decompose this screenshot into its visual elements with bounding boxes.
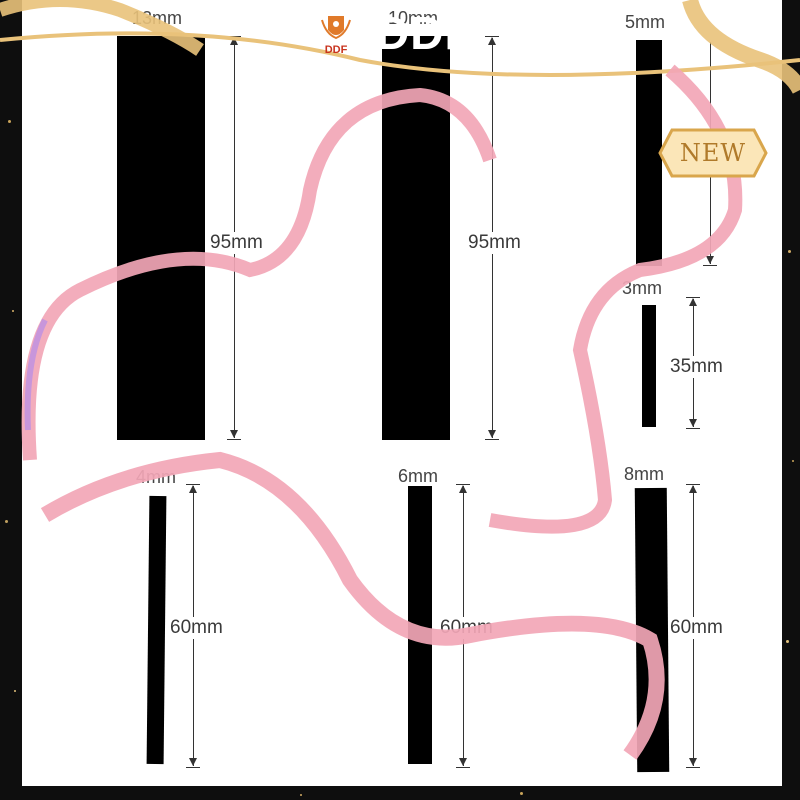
dim-tick bbox=[686, 767, 700, 768]
badge-text: NEW bbox=[679, 139, 747, 167]
arrow-up bbox=[689, 485, 697, 493]
frame-speck bbox=[788, 250, 791, 253]
arrow-up bbox=[488, 37, 496, 45]
dim-tick bbox=[227, 439, 241, 440]
arrow-down bbox=[706, 256, 714, 264]
width-label: 10mm bbox=[388, 8, 439, 28]
sample-bar-5mm bbox=[636, 40, 662, 266]
length-label: 60mm bbox=[670, 617, 723, 639]
dim-tick bbox=[686, 297, 700, 298]
dim-tick bbox=[485, 439, 499, 440]
arrow-down bbox=[230, 430, 238, 438]
arrow-up bbox=[689, 298, 697, 306]
frame-speck bbox=[5, 520, 8, 523]
new-badge: NEW bbox=[658, 126, 768, 180]
length-label: 35mm bbox=[670, 356, 723, 378]
shield-icon bbox=[321, 16, 351, 40]
dim-tick bbox=[686, 484, 700, 485]
width-label: 3mm bbox=[622, 278, 662, 298]
frame-speck bbox=[14, 690, 16, 692]
length-label: 95mm bbox=[468, 232, 521, 254]
arrow-up bbox=[189, 485, 197, 493]
frame-speck bbox=[300, 794, 302, 796]
dim-tick bbox=[456, 484, 470, 485]
arrow-down bbox=[689, 419, 697, 427]
sample-bar-3mm bbox=[642, 305, 656, 427]
frame-speck bbox=[8, 120, 11, 123]
arrow-down bbox=[488, 430, 496, 438]
frame-speck bbox=[786, 640, 789, 643]
frame-speck bbox=[520, 792, 523, 795]
purple-ribbon-shadow bbox=[24, 318, 48, 431]
pink-ribbon-right bbox=[488, 64, 743, 534]
pink-ribbon-top bbox=[21, 87, 497, 461]
sample-bar-13mm bbox=[117, 36, 205, 440]
length-label: 60mm bbox=[170, 617, 223, 639]
ddf-logo: DDF bbox=[316, 12, 356, 62]
dim-tick bbox=[485, 36, 499, 37]
width-label: 8mm bbox=[624, 464, 664, 484]
width-label: 6mm bbox=[398, 466, 438, 486]
gold-border-line bbox=[0, 31, 800, 77]
pink-ribbon-middle bbox=[40, 451, 665, 760]
gold-ribbon-left bbox=[0, 0, 204, 56]
dim-tick bbox=[686, 428, 700, 429]
length-label: 95mm bbox=[210, 232, 263, 254]
arrow-down bbox=[689, 758, 697, 766]
arrow-up bbox=[230, 37, 238, 45]
arrow-down bbox=[459, 758, 467, 766]
badge-shape-icon bbox=[658, 128, 768, 178]
dim-tick bbox=[186, 767, 200, 768]
gold-ribbon-right bbox=[682, 0, 800, 94]
dim-tick bbox=[456, 767, 470, 768]
dim-tick bbox=[186, 484, 200, 485]
logo-text: DDF bbox=[324, 44, 348, 56]
frame-speck bbox=[792, 460, 794, 462]
brand-watermark: DDF bbox=[376, 7, 474, 59]
frame-speck bbox=[12, 310, 14, 312]
arrow-down bbox=[189, 758, 197, 766]
width-label: 5mm bbox=[625, 12, 665, 32]
arrow-up bbox=[459, 485, 467, 493]
dim-tick bbox=[703, 265, 717, 266]
